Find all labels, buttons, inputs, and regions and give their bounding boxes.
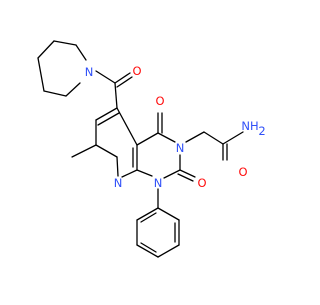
background [0,0,300,300]
structure-diagram: N O O N O NH 2 N N O [0,0,300,300]
atom-labels: N O O N O NH 2 N N O [85,64,266,190]
bonds [37,40,244,258]
amide-oxygen-label: O [238,165,247,179]
n8-label: N [114,176,123,190]
n1-label: N [154,176,163,190]
c2-oxygen-label: O [197,176,206,190]
ketone-oxygen-label: O [132,64,141,78]
amide-nitrogen-subscript: 2 [258,124,265,138]
n3-label: N [176,141,185,155]
amide-nitrogen-label: NH [241,119,258,133]
c4-oxygen-label: O [155,94,164,108]
piperidine-nitrogen-label: N [85,65,94,79]
molecule-svg: N O O N O NH 2 N N O [0,0,300,300]
